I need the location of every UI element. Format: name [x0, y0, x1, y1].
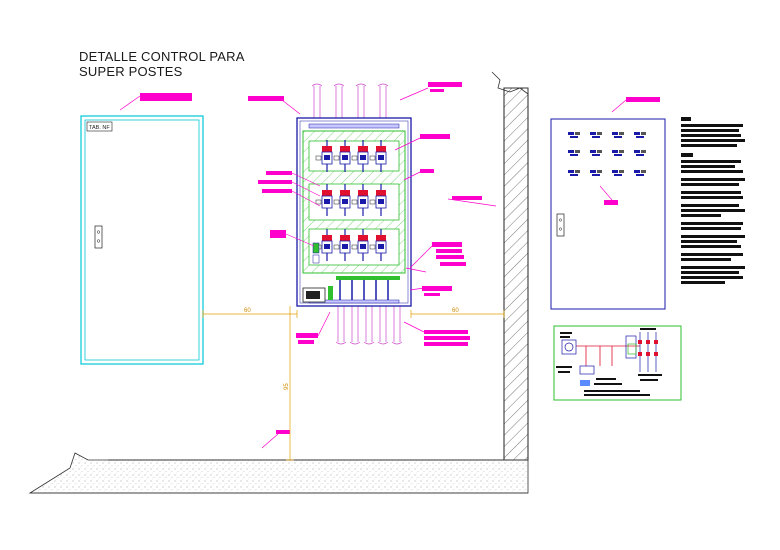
dimension-left: 60 [244, 308, 251, 314]
dimension-height: 95 [284, 383, 290, 390]
drawing-title-line1: DETALLE CONTROL PARA [79, 49, 245, 64]
door-symbol [612, 150, 624, 156]
door-symbol [568, 150, 580, 156]
terminal-blocks [336, 276, 400, 300]
breaker [351, 229, 369, 261]
drawing-title: DETALLE CONTROL PARA SUPER POSTES [79, 49, 245, 79]
cabinet-front: TAB. NF [80, 115, 204, 365]
door-symbol [590, 150, 602, 156]
door-symbols [568, 132, 646, 176]
conduits-top [311, 83, 389, 118]
breaker [369, 140, 387, 172]
door-symbol [634, 170, 646, 176]
cabinet-tag: TAB. NF [89, 125, 110, 131]
door-symbol [590, 170, 602, 176]
ground-slab [28, 452, 529, 494]
transformer-unit [302, 286, 333, 303]
door-symbol [590, 132, 602, 138]
door-symbol [634, 150, 646, 156]
breaker [333, 140, 351, 172]
side-panel-door [550, 118, 666, 310]
door-symbol [612, 170, 624, 176]
door-symbol [568, 132, 580, 138]
breaker [333, 229, 351, 261]
callout-cabinet [119, 93, 192, 111]
breaker [315, 140, 333, 172]
control-panel [296, 83, 412, 345]
panel-callouts [248, 82, 497, 449]
door-symbol [612, 132, 624, 138]
door-symbol [634, 132, 646, 138]
door-symbol [568, 170, 580, 176]
cabinet-tag-box [86, 121, 113, 132]
side-device [312, 242, 320, 264]
breaker [369, 229, 387, 261]
right-wall [491, 71, 529, 461]
dimension-right: 60 [452, 308, 459, 314]
breaker [351, 184, 369, 216]
drawing-title-line2: SUPER POSTES [79, 64, 183, 79]
conduits-bottom [335, 306, 403, 345]
cabinet-handle [94, 225, 103, 249]
notes-block [681, 117, 745, 284]
breaker [315, 184, 333, 216]
callout-side-panel [611, 97, 660, 113]
breaker [333, 184, 351, 216]
breaker [369, 184, 387, 216]
wiring-diagram [553, 325, 682, 401]
breaker-grid [315, 140, 387, 261]
dimension-lines [202, 306, 505, 461]
breaker [351, 140, 369, 172]
